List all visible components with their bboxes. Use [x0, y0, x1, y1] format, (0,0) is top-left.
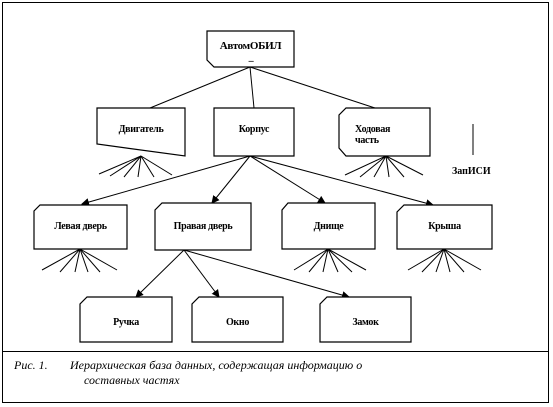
record-fans: [41, 155, 482, 273]
edge-body-leftdoor: [81, 155, 251, 206]
node-window-box: [191, 296, 284, 343]
node-handle-box: [79, 296, 173, 343]
figure-frame: [2, 2, 549, 403]
edge-root-chassis: [249, 66, 376, 109]
node-engine-label: Двигатель: [118, 124, 164, 135]
node-lock-box: [319, 296, 412, 343]
node-root-mark: _: [248, 52, 254, 63]
edge-rightdoor-handle: [135, 249, 185, 298]
node-chassis-box: [338, 107, 431, 157]
node-rightdoor-box: [154, 202, 252, 251]
node-chassis-label: Ходовая часть: [355, 124, 391, 146]
edge-body-roof: [249, 155, 434, 208]
node-rightdoor-label: Правая дверь: [173, 221, 233, 232]
records-note: ЗапИСИ: [452, 166, 491, 177]
edge-rightdoor-lock: [183, 249, 350, 299]
node-bottom-label: Днище: [313, 221, 344, 232]
edge-root-engine: [149, 66, 251, 109]
node-body-box: [213, 107, 295, 157]
node-root-label: АвтомОБИЛ: [219, 40, 282, 52]
node-leftdoor-label: Левая дверь: [54, 221, 107, 232]
node-engine-box: [96, 107, 186, 157]
caption-divider: [2, 351, 549, 352]
node-body-label: Корпус: [238, 124, 270, 135]
node-root-box: [206, 30, 295, 68]
edge-body-bottom: [249, 155, 326, 204]
caption-number: Рис. 1.: [14, 358, 48, 372]
node-lock-label: Замок: [352, 317, 379, 328]
caption-line2: составных частях: [84, 373, 180, 387]
figure-caption: Рис. 1. Иерархическая база данных, содерж…: [14, 358, 534, 388]
edge-rightdoor-window: [183, 249, 220, 298]
node-window-label: Окно: [225, 317, 250, 328]
node-roof-label: Крыша: [428, 221, 461, 232]
caption-line1: Иерархическая база данных, содержащая ин…: [70, 358, 363, 372]
edge-body-rightdoor: [211, 155, 251, 204]
node-handle-label: Ручка: [113, 317, 139, 328]
edge-root-body: [249, 66, 255, 109]
